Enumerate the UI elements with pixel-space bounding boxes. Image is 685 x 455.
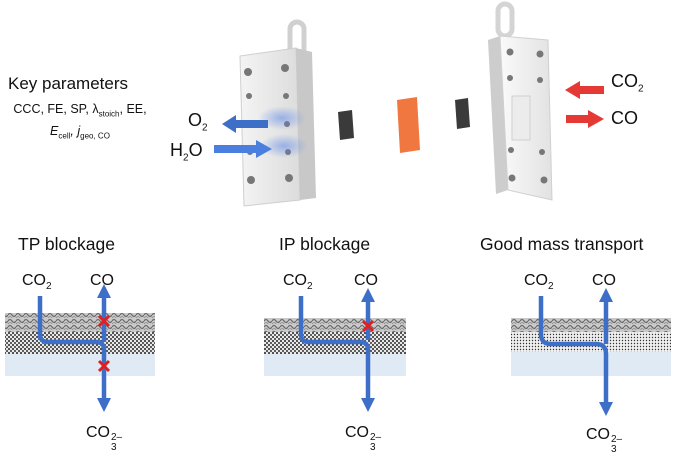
key-parameters-title: Key parameters [8,74,128,93]
panel-title-tp-blockage: TP blockage [18,234,115,254]
panel-tp-blockage [5,284,155,412]
good-co-label: CO [592,272,616,289]
h2o-label: H2O [170,140,203,164]
right-end-plate [488,1,553,201]
o2-outlet-arrow [222,115,268,133]
membrane-layer [338,110,354,140]
key-parameters-line-2: Ecell, jgeo, CO [50,124,110,141]
panel-good-mass-transport [511,288,671,416]
ip-co2-label: CO2 [283,272,313,293]
blocked-cross-icon [97,314,111,328]
key-parameters-line-1: CCC, FE, SP, λstoich, EE, [13,102,147,119]
blocked-cross-icon [361,319,375,333]
panel-title-ip-blockage: IP blockage [279,234,371,254]
co-outlet-arrow [566,110,604,128]
co-outlet-label: CO [611,108,638,128]
left-end-plate [239,19,316,207]
co2-inlet-label: CO2 [611,71,644,95]
ip-co-label: CO [354,272,378,289]
panel-title-good-mass-transport: Good mass transport [480,234,644,254]
co2-inlet-arrow [565,81,604,99]
panel-ip-blockage [264,288,406,412]
tp-co-label: CO [90,272,114,289]
h2o-inlet-arrow [214,140,272,158]
o2-label: O2 [188,110,208,134]
catalyst-layer [397,97,420,153]
blocked-cross-icon [97,359,111,373]
tp-co2-label: CO2 [22,272,52,293]
good-co2-label: CO2 [524,272,554,293]
gas-diffusion-layer [455,98,470,129]
